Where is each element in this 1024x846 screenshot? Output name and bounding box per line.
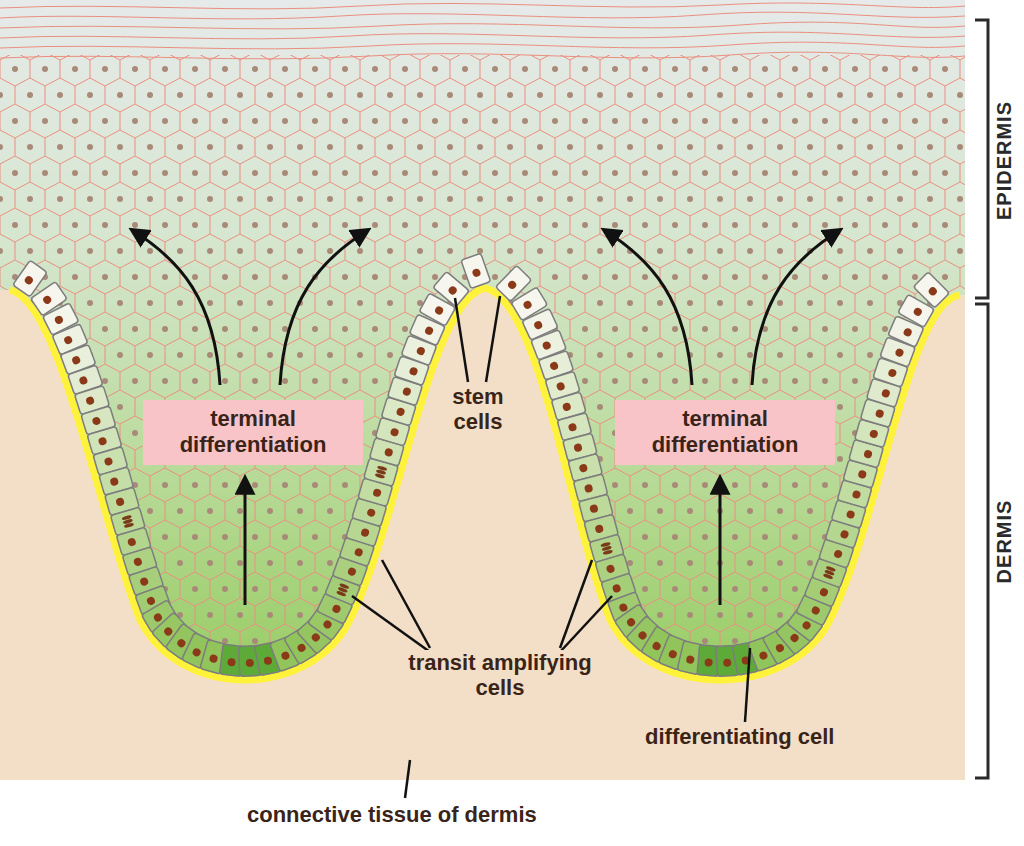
layer-brackets — [975, 20, 988, 778]
basal-cell — [433, 271, 469, 306]
callout-label: transit amplifying cells — [393, 650, 607, 701]
box-text: terminal differentiation — [153, 406, 353, 459]
callout-label: connective tissue of dermis — [247, 802, 537, 827]
differentiation-arrows — [132, 230, 840, 605]
leader-lines — [352, 296, 750, 798]
process-box: terminal differentiation — [615, 400, 835, 465]
callout-label: differentiating cell — [645, 724, 834, 749]
process-box: terminal differentiation — [143, 400, 363, 465]
basal-cell — [461, 253, 491, 288]
basal-cell-layer — [13, 253, 950, 676]
layer-label: EPIDERMIS — [993, 101, 1016, 220]
basement-membrane — [10, 288, 960, 680]
basal-cell — [913, 272, 949, 308]
dermis-ground — [0, 0, 965, 780]
layer-label: DERMIS — [993, 500, 1016, 584]
epidermal-cells — [0, 3, 965, 755]
box-text: terminal differentiation — [625, 406, 825, 459]
callout-label: stem cells — [431, 384, 525, 435]
